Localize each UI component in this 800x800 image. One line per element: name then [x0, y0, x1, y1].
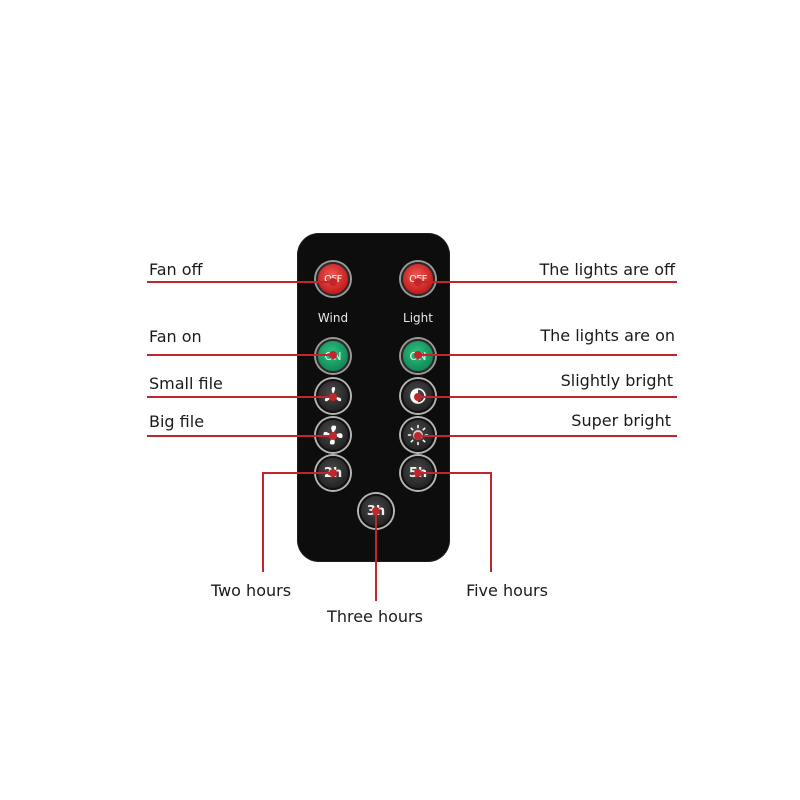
light-column-label: Light [403, 311, 433, 325]
leader-lights-on [418, 354, 677, 356]
leader-five-hours-v [490, 472, 492, 572]
label-lights-off: The lights are off [539, 260, 676, 279]
leader-dot-super-bright [414, 432, 422, 440]
leader-two-hours-h [262, 472, 334, 474]
label-slightly-bright: Slightly bright [560, 371, 673, 390]
leader-fan-off [147, 281, 332, 283]
leader-three-hours-v [375, 511, 377, 601]
label-three-hours: Three hours [327, 607, 423, 626]
leader-fan-on [147, 354, 332, 356]
leader-two-hours-v [262, 472, 264, 572]
leader-lights-off [418, 281, 677, 283]
leader-dot-fan-on [329, 351, 337, 359]
leader-dot-slightly-bright [414, 393, 422, 401]
leader-dot-five-hours [414, 469, 422, 477]
light-on-button[interactable]: ON [401, 339, 435, 373]
leader-super-bright [418, 435, 677, 437]
label-two-hours: Two hours [210, 581, 292, 600]
leader-big-file [147, 435, 332, 437]
leader-dot-two-hours [329, 469, 337, 477]
leader-small-file [147, 396, 332, 398]
leader-dot-big-file [329, 432, 337, 440]
leader-dot-small-file [329, 393, 337, 401]
leader-dot-lights-on [414, 351, 422, 359]
leader-five-hours-h [418, 472, 492, 474]
leader-slightly-bright [418, 396, 677, 398]
label-small-file: Small file [149, 374, 223, 393]
wind-column-label: Wind [317, 311, 349, 325]
small-fan-button[interactable] [316, 379, 350, 413]
label-fan-on: Fan on [149, 327, 202, 346]
label-lights-on: The lights are on [540, 326, 675, 345]
label-fan-off: Fan off [149, 260, 203, 279]
leader-dot-three-hours [372, 507, 380, 515]
label-big-file: Big file [149, 412, 205, 431]
leader-dot-lights-off [414, 278, 422, 286]
leader-dot-fan-off [329, 278, 337, 286]
label-five-hours: Five hours [466, 581, 548, 600]
label-super-bright: Super bright [571, 411, 671, 430]
